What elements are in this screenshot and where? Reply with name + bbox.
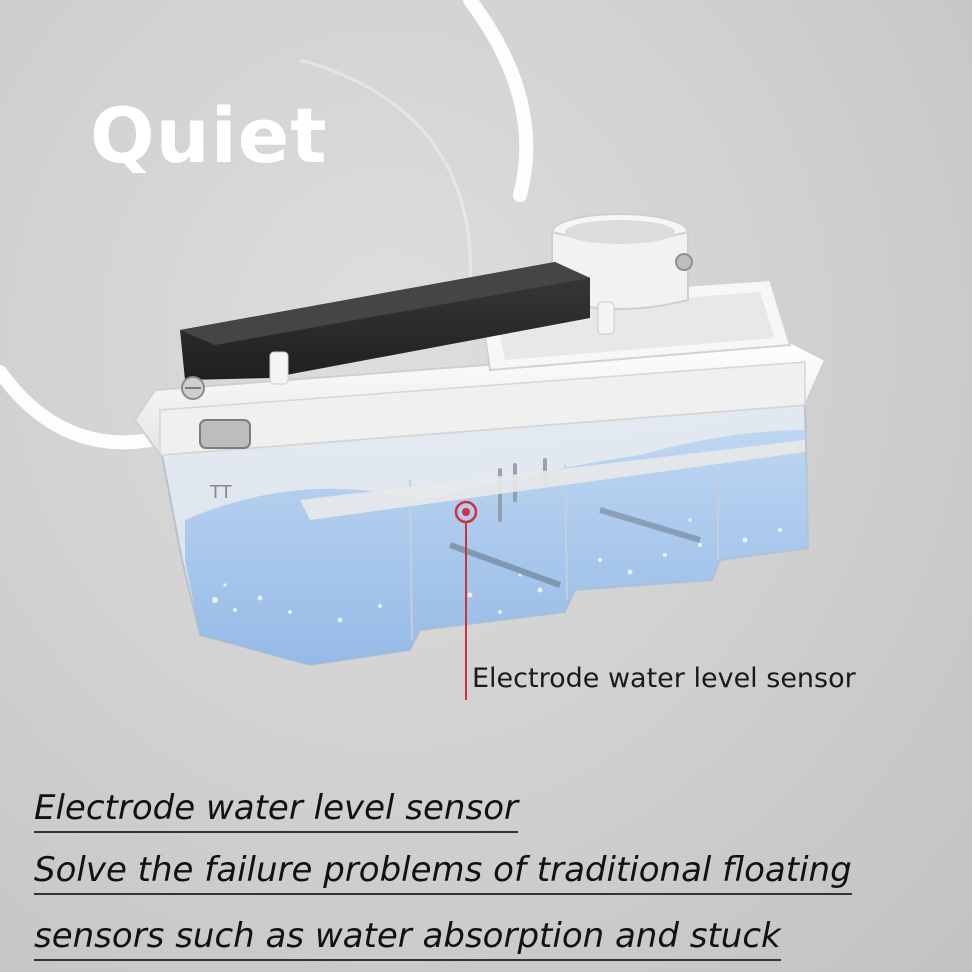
- water-bubbles: [212, 518, 782, 623]
- post-left: [269, 351, 289, 385]
- water: [185, 430, 808, 665]
- sensor-callout-label: Electrode water level sensor: [472, 663, 856, 694]
- internal-baffle-2: [599, 507, 701, 543]
- sound-arc-lower: [0, 365, 157, 450]
- pipe-clamp-screw: [675, 253, 693, 271]
- sound-arc-faint: [299, 58, 473, 291]
- tank-seams: [409, 445, 719, 641]
- caption-line-3: sensors such as water absorption and stu…: [34, 917, 781, 962]
- outlet-pipe-opening: [565, 220, 675, 244]
- caption-line-1: Electrode water level sensor: [34, 789, 518, 834]
- housing-lip: [300, 440, 805, 520]
- headline: Quiet: [90, 91, 328, 180]
- black-cover-top: [180, 262, 590, 345]
- internal-baffle: [448, 542, 562, 588]
- housing-mark: TT: [209, 482, 233, 503]
- wire-connector: [199, 419, 251, 449]
- sensor-marker-dot: [462, 508, 470, 516]
- sound-arc-upper: [463, 0, 534, 202]
- caption-line-2: Solve the failure problems of traditiona…: [34, 851, 852, 896]
- housing-front: [159, 361, 806, 456]
- post-right: [597, 301, 615, 335]
